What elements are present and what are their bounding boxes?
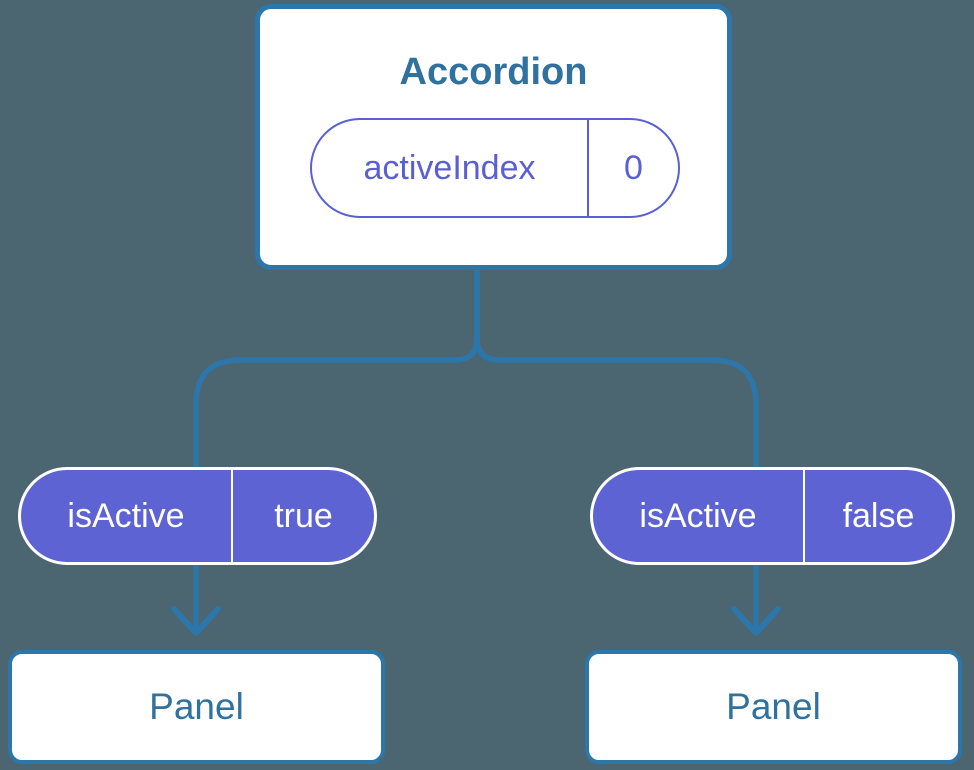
panel-node-title: Panel <box>726 686 821 727</box>
prop-name-label: isActive <box>67 496 185 535</box>
accordion-component-node: Accordion activeIndex 0 <box>255 4 732 270</box>
prop-name-label: isActive <box>639 496 757 535</box>
accordion-node-title: Accordion <box>399 51 588 93</box>
branch-line-right <box>474 267 759 631</box>
prop-value-label: false <box>842 496 915 535</box>
panel-component-node-right: Panel <box>585 650 962 764</box>
is-active-false-prop-pill: isActive false <box>590 467 955 565</box>
state-value-label: 0 <box>624 148 643 187</box>
state-name-label: activeIndex <box>363 148 536 187</box>
panel-component-node-left: Panel <box>8 650 385 764</box>
arrowhead-down-icon <box>171 606 221 636</box>
is-active-true-prop-pill: isActive true <box>18 467 377 565</box>
active-index-state-pill: activeIndex 0 <box>310 118 680 218</box>
pill-divider <box>803 470 805 562</box>
arrowhead-down-icon <box>731 606 781 636</box>
pill-divider <box>587 120 589 216</box>
pill-divider <box>231 470 233 562</box>
branch-line-left <box>193 267 480 631</box>
prop-value-label: true <box>274 496 333 535</box>
panel-node-title: Panel <box>149 686 244 727</box>
